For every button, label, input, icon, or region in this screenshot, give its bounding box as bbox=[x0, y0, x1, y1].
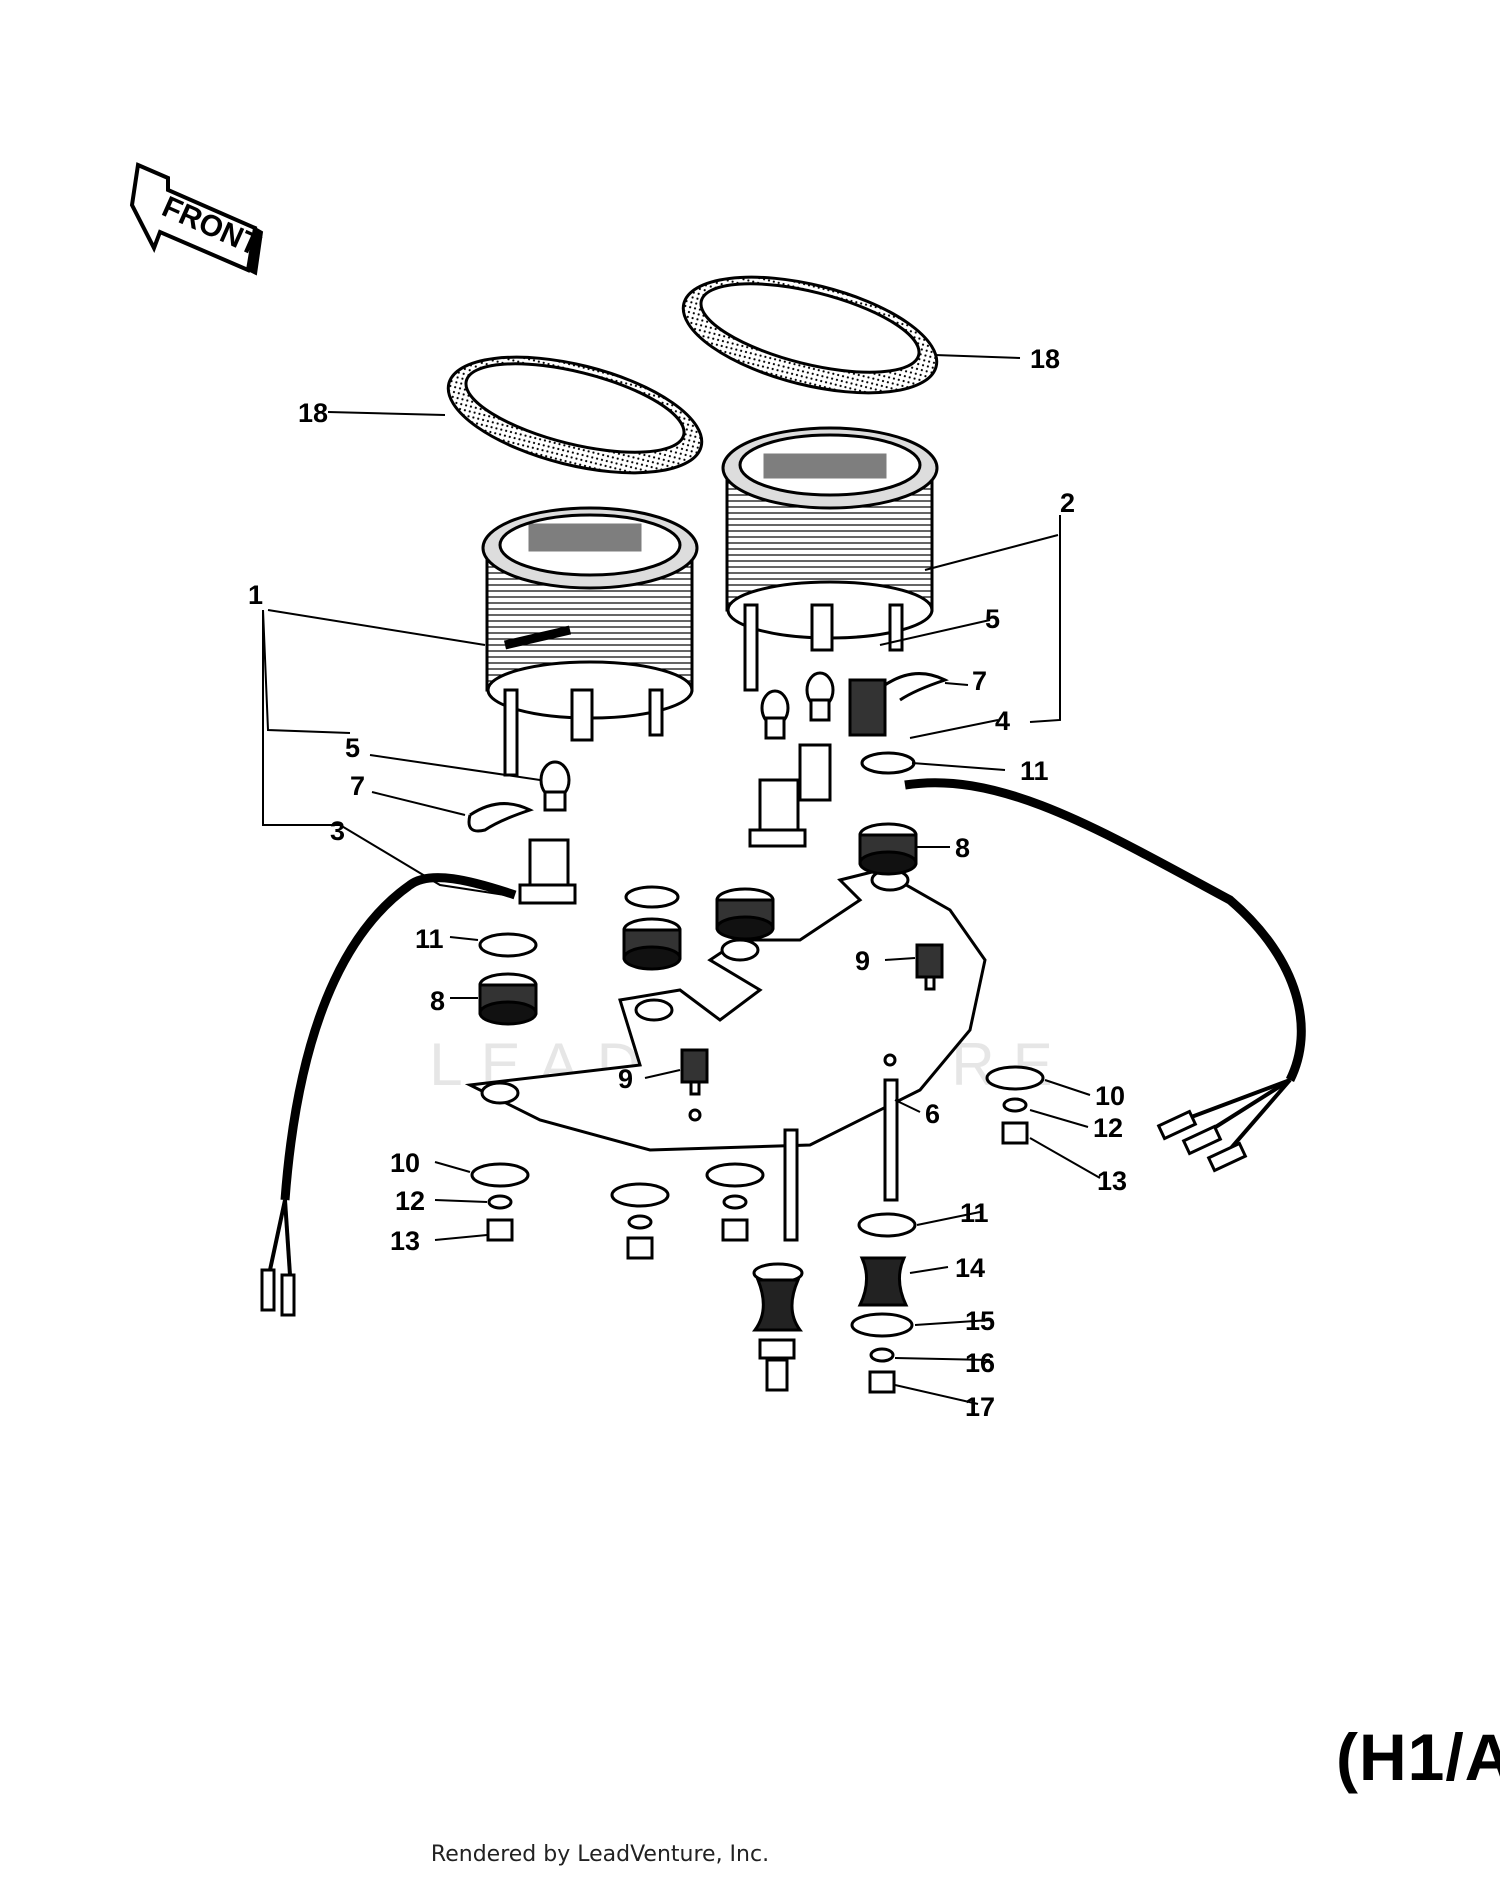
bulb-right-b bbox=[805, 671, 835, 722]
cable-clamp-right bbox=[915, 943, 944, 991]
callout-1: 1 bbox=[248, 580, 263, 610]
callout-12a: 12 bbox=[395, 1186, 425, 1216]
callout-5b: 5 bbox=[985, 604, 1000, 634]
callout-11c: 11 bbox=[960, 1198, 989, 1228]
callout-14: 14 bbox=[955, 1253, 985, 1283]
clip-right bbox=[884, 672, 949, 702]
callout-16: 16 bbox=[965, 1348, 995, 1378]
grommet-8-mid bbox=[622, 917, 682, 971]
mounting-plate bbox=[464, 868, 987, 1242]
bulb-left bbox=[539, 760, 571, 812]
callout-labels: 1 2 3 4 5 5 6 7 7 8 8 9 9 10 10 11 11 11… bbox=[248, 344, 1127, 1422]
callout-10b: 10 bbox=[1095, 1081, 1125, 1111]
wiring-harness-left bbox=[260, 873, 517, 1317]
callout-4: 4 bbox=[995, 706, 1010, 736]
callout-7a: 7 bbox=[350, 771, 365, 801]
fasteners-left bbox=[470, 1162, 765, 1260]
washer-11-bottom bbox=[857, 1212, 917, 1238]
grommet-8-right bbox=[858, 822, 918, 876]
socket-left bbox=[518, 838, 577, 905]
wiring-harness-right bbox=[904, 778, 1306, 1173]
callout-3: 3 bbox=[330, 816, 345, 846]
footer-text: Rendered by LeadVenture, Inc. bbox=[430, 1842, 770, 1867]
callout-18b: 18 bbox=[1030, 344, 1060, 374]
socket-right-a bbox=[748, 778, 807, 848]
speedometer-gauge bbox=[481, 506, 699, 777]
callout-12b: 12 bbox=[1093, 1113, 1123, 1143]
washer-11-mid bbox=[624, 885, 680, 909]
callout-6: 6 bbox=[925, 1099, 940, 1129]
callout-15: 15 bbox=[965, 1306, 995, 1336]
callout-13b: 13 bbox=[1097, 1166, 1127, 1196]
damper-stack-left bbox=[752, 1262, 804, 1392]
callout-2: 2 bbox=[1060, 488, 1075, 518]
callout-8b: 8 bbox=[955, 833, 970, 863]
front-arrow-icon: FRONT bbox=[129, 162, 265, 276]
bezel-ring-left bbox=[446, 355, 704, 475]
callout-7b: 7 bbox=[972, 666, 987, 696]
callout-11b: 11 bbox=[1020, 756, 1049, 786]
callout-8a: 8 bbox=[430, 986, 445, 1016]
bulb-right-a bbox=[760, 689, 790, 740]
footer-credit: Rendered by LeadVenture, Inc. bbox=[0, 1842, 1500, 1867]
callout-18a: 18 bbox=[298, 398, 328, 428]
fasteners-right bbox=[985, 1065, 1045, 1145]
callout-9a: 9 bbox=[618, 1064, 633, 1094]
model-code: (H1/A bbox=[1336, 1720, 1500, 1794]
callout-17: 17 bbox=[965, 1392, 995, 1422]
washer-11-right bbox=[860, 751, 916, 775]
damper-stack-right bbox=[850, 1256, 914, 1394]
grommet-8-mid2 bbox=[715, 887, 775, 941]
callout-10a: 10 bbox=[390, 1148, 420, 1178]
leader-lines bbox=[262, 354, 1101, 1405]
callout-11a: 11 bbox=[415, 924, 444, 954]
callout-9b: 9 bbox=[855, 946, 870, 976]
washer-11-left bbox=[478, 932, 538, 958]
grommet-8-left bbox=[478, 972, 538, 1026]
callout-13a: 13 bbox=[390, 1226, 420, 1256]
clip-left bbox=[467, 802, 534, 833]
cable-clamp-left bbox=[680, 1048, 709, 1096]
callout-5a: 5 bbox=[345, 733, 360, 763]
socket-right-b bbox=[798, 678, 887, 802]
bezel-ring-right bbox=[681, 275, 939, 395]
tachometer-gauge bbox=[721, 426, 939, 692]
